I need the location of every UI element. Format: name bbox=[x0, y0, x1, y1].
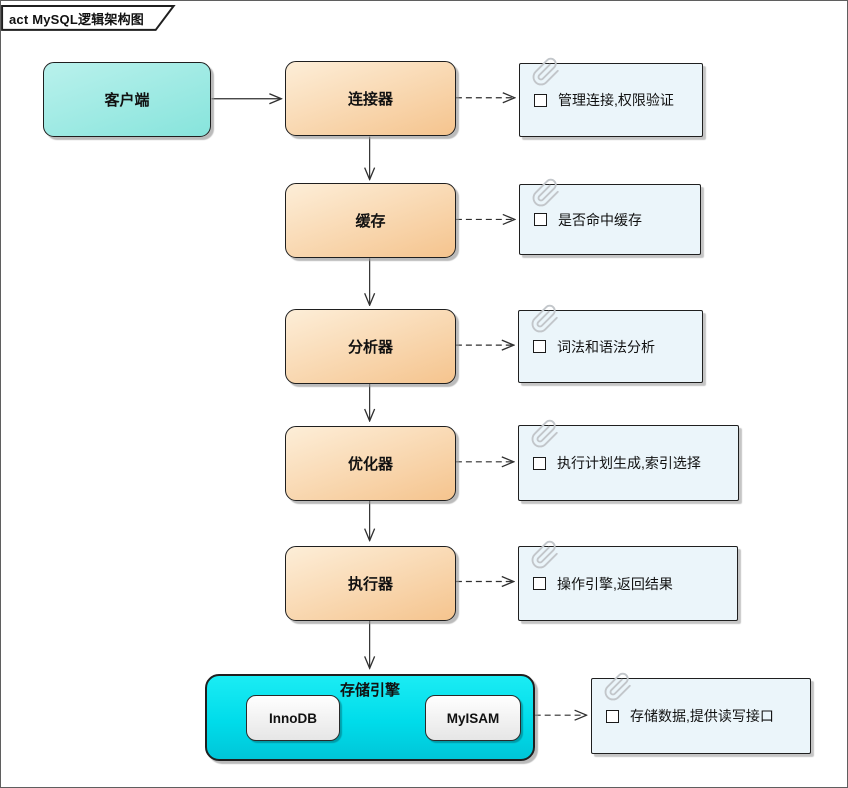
engine-myisam-label: MyISAM bbox=[446, 710, 500, 726]
note-checkbox-icon bbox=[534, 213, 547, 226]
note-checkbox-icon bbox=[533, 456, 546, 470]
engine-innodb-label: InnoDB bbox=[269, 710, 317, 726]
note-checkbox-icon bbox=[533, 340, 546, 353]
note-text: 词法和语法分析 bbox=[557, 338, 655, 355]
note-text: 操作引擎,返回结果 bbox=[557, 575, 673, 592]
note-executor: 操作引擎,返回结果 bbox=[518, 540, 738, 621]
note-checkbox-icon bbox=[533, 577, 546, 590]
storage-engine-label: 存储引擎 bbox=[339, 682, 400, 699]
frame-tab-shape bbox=[1, 4, 176, 31]
diagram-title: act MySQL逻辑架构图 bbox=[9, 12, 144, 27]
node-client: 客户端 bbox=[43, 62, 211, 137]
node-connector-label: 连接器 bbox=[347, 91, 393, 108]
note-text: 是否命中缓存 bbox=[558, 211, 642, 228]
paperclip-icon bbox=[531, 304, 558, 333]
paperclip-icon bbox=[531, 419, 558, 448]
node-cache-label: 缓存 bbox=[355, 213, 386, 230]
engine-myisam: MyISAM bbox=[425, 695, 521, 741]
note-checkbox-icon bbox=[534, 93, 547, 107]
paperclip-icon bbox=[532, 57, 559, 86]
node-optimizer-label: 优化器 bbox=[347, 456, 393, 473]
node-executor-label: 执行器 bbox=[347, 576, 393, 593]
node-optimizer: 优化器 bbox=[285, 426, 456, 501]
note-text: 存储数据,提供读写接口 bbox=[630, 708, 774, 724]
paperclip-icon bbox=[531, 540, 558, 569]
node-cache: 缓存 bbox=[285, 183, 456, 258]
note-text: 执行计划生成,索引选择 bbox=[557, 455, 701, 471]
paperclip-icon bbox=[604, 672, 631, 701]
note-checkbox-icon bbox=[606, 709, 619, 723]
node-executor: 执行器 bbox=[285, 546, 456, 621]
note-analyzer: 词法和语法分析 bbox=[518, 304, 703, 383]
note-text: 管理连接,权限验证 bbox=[558, 92, 674, 108]
node-client-label: 客户端 bbox=[104, 92, 150, 109]
node-connector: 连接器 bbox=[285, 61, 456, 136]
note-cache: 是否命中缓存 bbox=[519, 178, 701, 255]
note-connector: 管理连接,权限验证 bbox=[519, 57, 703, 137]
paperclip-icon bbox=[532, 178, 559, 207]
note-storage: 存储数据,提供读写接口 bbox=[591, 672, 811, 754]
engine-innodb: InnoDB bbox=[246, 695, 340, 741]
note-optimizer: 执行计划生成,索引选择 bbox=[518, 419, 739, 501]
node-storage-engine: 存储引擎 InnoDB MyISAM bbox=[205, 674, 535, 761]
node-analyzer: 分析器 bbox=[285, 309, 456, 384]
node-analyzer-label: 分析器 bbox=[347, 339, 393, 356]
